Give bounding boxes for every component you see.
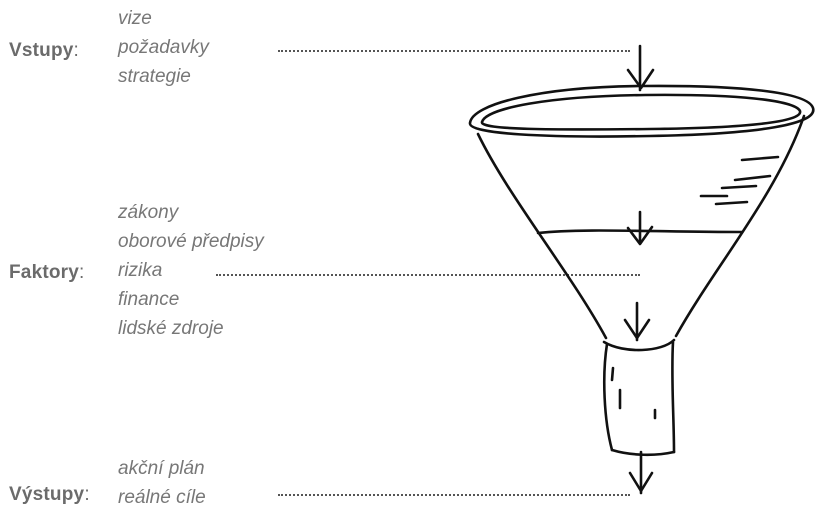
arrow-down-icon — [628, 450, 654, 495]
factor-item: zákony — [118, 202, 179, 223]
funnel-spout-bottom — [610, 448, 676, 457]
inputs-dotted-line — [278, 50, 630, 52]
funnel-spout-shading — [610, 366, 657, 420]
inputs-items: vize požadavky strategie — [118, 4, 209, 91]
arrow-down-icon — [626, 210, 654, 246]
arrow-down-icon — [623, 301, 651, 342]
funnel-right-side — [674, 114, 806, 338]
funnel-left-side — [476, 132, 608, 340]
inputs-label-text: Vstupy — [9, 40, 74, 61]
outputs-label: Výstupy: — [9, 484, 90, 506]
output-item: reálné cíle — [118, 487, 206, 508]
output-item: akční plán — [118, 458, 205, 479]
outputs-dotted-line — [278, 494, 630, 496]
funnel-spout-right — [671, 340, 676, 454]
arrow-down-icon — [626, 44, 655, 92]
funnel-middle-band — [536, 229, 744, 235]
inputs-label: Vstupy: — [9, 40, 79, 62]
factor-item: finance — [118, 289, 180, 310]
funnel-spout-left — [602, 342, 614, 452]
outputs-label-text: Výstupy — [9, 484, 85, 505]
outputs-label-colon: : — [84, 484, 90, 505]
factors-label-text: Faktory — [9, 262, 80, 283]
outputs-items: akční plán reálné cíle — [118, 454, 206, 512]
funnel-rim-inner — [480, 93, 802, 131]
factors-label-colon: : — [79, 262, 85, 283]
funnel-rim-outer — [468, 84, 815, 138]
funnel-shading — [699, 155, 780, 206]
input-item: strategie — [118, 66, 191, 87]
factor-item: rizika — [118, 260, 163, 281]
input-item: vize — [118, 8, 152, 29]
factor-item: lidské zdroje — [118, 318, 224, 339]
factors-label: Faktory: — [9, 262, 85, 284]
factors-items: zákony oborové předpisy rizika finance l… — [118, 198, 264, 343]
factors-dotted-line — [216, 274, 640, 276]
funnel-neck-collar — [602, 338, 676, 352]
factor-item: oborové předpisy — [118, 231, 264, 252]
input-item: požadavky — [118, 37, 209, 58]
inputs-label-colon: : — [73, 40, 80, 61]
